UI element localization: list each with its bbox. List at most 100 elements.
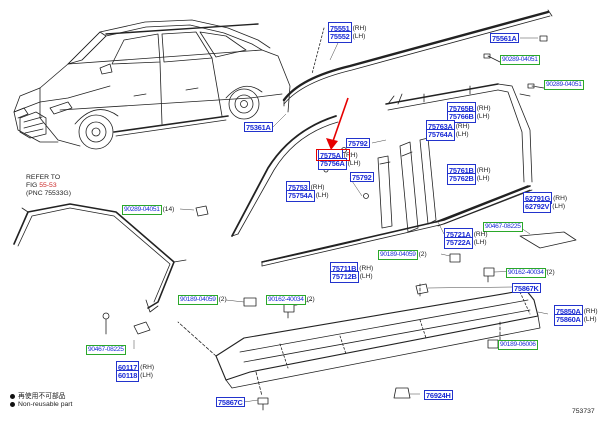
clip-90289-left-shape [195,205,209,217]
clip-90189-left-shape [243,297,257,307]
label-75361A: 75361A [244,122,273,133]
label-90289-left: 90289-04051(14) [122,205,174,215]
part-75867C[interactable]: 75867C [216,397,245,408]
suffix-lh: (LH) [473,239,487,247]
suffix-rh: (RH) [473,230,488,238]
label-90189-left: 90189-04059(2) [178,295,227,305]
lower-left-fastener [102,312,151,335]
part-62792V[interactable]: 62792V [523,200,552,213]
label-75867K: 75867K [512,283,541,294]
qty-2: (2) [306,295,315,303]
rear-door-frame-molding [385,83,533,183]
refer-fig-link[interactable]: 55-53 [39,182,57,190]
refer-note: REFER TO FIG 55-53 (PNC 75533G) [26,174,71,198]
part-75361A[interactable]: 75361A [244,122,273,133]
legend-en-text: Non-reusable part [18,401,73,408]
screw-right-shape [527,83,545,89]
part-90289-right[interactable]: 90289-04051 [544,80,584,90]
label-90189-mid: 90189-04059(2) [378,250,427,260]
part-75792-upper[interactable]: 75792 [346,138,370,149]
part-90189-mid[interactable]: 90189-04059 [378,250,418,260]
part-90467-left[interactable]: 90467-08225 [86,345,126,355]
clip-90162-mid-shape [283,303,295,319]
part-75561A[interactable]: 75561A [490,33,519,44]
part-75722A[interactable]: 75722A [444,236,473,249]
part-76924H[interactable]: 76924H [424,390,453,401]
part-90162-right[interactable]: 90162-40034 [506,268,546,278]
part-90189-left[interactable]: 90189-04059 [178,295,218,305]
part-75860A[interactable]: 75860A [554,313,583,326]
rocker-panel-molding [215,289,541,389]
suffix-rh: (RH) [476,104,491,112]
suffix-lh: (LH) [352,33,366,41]
part-60118[interactable]: 60118 [116,369,140,382]
suffix-rh: (RH) [343,151,358,159]
qty-2: (2) [546,268,555,276]
suffix-rh: (RH) [310,183,325,191]
part-75754A[interactable]: 75754A [286,189,315,202]
label-75792-upper: 75792 [346,138,370,149]
windshield-molding [13,203,187,313]
label-90289-right: 90289-04051 [544,80,584,90]
label-62791-62792: 62791G(RH) 62792V(LH) [523,192,568,213]
refer-fig-prefix: FIG [26,182,40,190]
refer-line1: REFER TO [26,174,61,181]
clip-76924-shape [393,387,411,399]
label-75711-75712: 75711B(RH) 75712B(LH) [330,262,374,283]
part-75792-lower[interactable]: 75792 [350,172,374,183]
part-75867K[interactable]: 75867K [512,283,541,294]
part-90289-top[interactable]: 90289-04051 [500,55,540,65]
part-90289-left[interactable]: 90289-04051 [122,205,162,215]
part-75552[interactable]: 75552 [328,30,352,43]
legend-ja-text: 再使用不可部品 [18,393,66,400]
part-75762B[interactable]: 75762B [447,172,476,185]
legend-en: Non-reusable part [10,401,72,408]
suffix-rh: (RH) [583,307,598,315]
label-75761-75762: 75761B(RH) 75762B(LH) [447,164,491,185]
qty-2: (2) [418,250,427,258]
suffix-lh: (LH) [476,175,490,183]
clip-75867c-shape [257,397,269,411]
part-90189-bottom[interactable]: 90189-06006 [498,340,538,350]
label-75753-75754: 75753(RH) 75754A(LH) [286,181,329,202]
label-75792-lower: 75792 [350,172,374,183]
callout-arrow [326,97,349,150]
bullet-icon [10,401,15,407]
suffix-rh: (RH) [352,24,367,32]
suffix-lh: (LH) [140,372,153,380]
part-75712B[interactable]: 75712B [330,270,359,283]
suffix-lh: (LH) [552,203,566,211]
label-75721-75722: 75721A(RH) 75722A(LH) [444,228,488,249]
suffix-lh: (LH) [476,113,490,121]
vehicle-illustration [13,19,291,150]
suffix-lh: (LH) [455,131,469,139]
part-75764A[interactable]: 75764A [426,128,455,141]
pillar-garnishes [377,137,437,233]
front-door-frame-molding [231,115,339,237]
qty-14: (14) [162,205,175,213]
suffix-lh: (LH) [583,316,597,324]
suffix-lh: (LH) [315,192,329,200]
label-75551-75552: 75551(RH) 75552(LH) [328,22,367,43]
label-75763-75764: 75763A(RH) 75764A(LH) [426,120,470,141]
front-door-molding-lower [261,239,361,263]
suffix-rh: (RH) [553,194,568,202]
label-90467-left: 90467-08225 [86,345,126,355]
label-75850-75860: 75850A(RH) 75860A(LH) [554,305,598,326]
refer-line2: FIG 55-53 [26,182,71,190]
suffix-rh: (RH) [140,363,155,371]
highlight-box [316,149,350,161]
suffix-lh: (LH) [359,273,373,281]
part-90162-mid[interactable]: 90162-40034 [266,295,306,305]
part-75766B[interactable]: 75766B [447,110,476,123]
roof-molding [282,9,553,107]
clip-75561-shape [539,35,548,42]
part-90467-right[interactable]: 90467-08225 [483,222,523,232]
legend-ja: 再使用不可部品 [10,390,66,400]
label-90289-top: 90289-04051 [500,55,540,65]
clip-90189-bot-shape [487,339,499,349]
refer-line3: (PNC 75533G) [26,190,71,198]
label-75765-75766: 75765B(RH) 75766B(LH) [447,102,491,123]
suffix-rh: (RH) [359,264,374,272]
